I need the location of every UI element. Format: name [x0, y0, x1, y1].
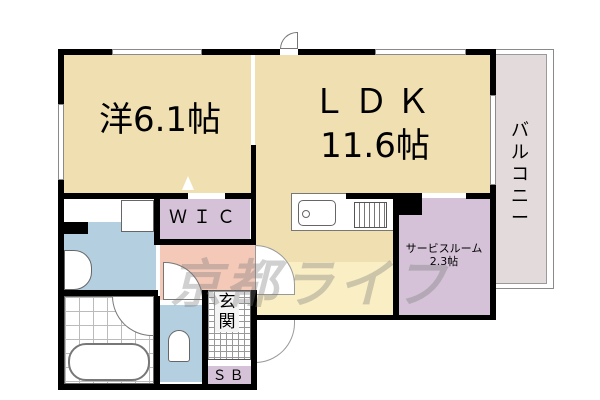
wall-service-top-r — [466, 193, 496, 199]
wall-wic-left — [154, 193, 160, 245]
wall-bottom-ldk — [251, 315, 496, 320]
ldk-label-line2: 11.6帖 — [320, 126, 430, 166]
western-room — [63, 55, 251, 193]
wall-right-bottom — [490, 185, 496, 320]
wall-bottom-left — [58, 384, 208, 390]
wall-top-left — [58, 49, 112, 55]
toilet-icon — [168, 330, 190, 362]
window-western-top — [112, 49, 202, 55]
washbasin-icon — [64, 250, 92, 290]
entrance-label: 玄関 — [215, 292, 239, 332]
window-ldk-right — [490, 95, 496, 185]
wall-wash-bottom — [58, 290, 158, 296]
washer-pan-icon — [121, 200, 154, 232]
wic-label: ＷＩＣ — [169, 207, 241, 228]
wall-wic-bottom — [156, 239, 256, 245]
wall-top-ldk — [298, 49, 375, 55]
wall-toilet-right — [202, 290, 208, 390]
ldk-label-line1: ＬＤＫ — [312, 82, 438, 122]
service-room-label-line1: サービスルーム — [405, 242, 483, 255]
sink-drain-icon — [302, 210, 310, 218]
stove-icon — [354, 202, 387, 228]
service-room — [398, 198, 490, 315]
wall-left-bottom — [58, 180, 64, 390]
wall-western-bottom-r — [225, 193, 255, 199]
wall-kitchen-back — [346, 193, 398, 199]
wic-room — [160, 199, 250, 239]
wall-top-right — [466, 49, 496, 55]
watermark: 京都ライフ — [169, 255, 450, 315]
wall-service-corner — [398, 193, 422, 215]
balcony-label: バルコニー — [511, 120, 529, 229]
window-western-left — [58, 104, 64, 180]
wall-bath-right — [154, 296, 160, 390]
door-arrow-icon — [182, 176, 194, 190]
window-ldk-top — [375, 49, 466, 55]
wall-right-top — [490, 49, 496, 95]
wall-left-top — [58, 49, 64, 104]
ldk-room — [255, 55, 491, 193]
wall-bottom-sb — [202, 384, 257, 390]
sink-icon — [298, 200, 336, 226]
bathtub-icon — [68, 343, 150, 381]
washroom-notch — [64, 222, 88, 234]
wall-service-left — [393, 193, 399, 320]
wall-entry-right — [251, 290, 257, 390]
wall-divider — [251, 145, 256, 245]
shoe-box — [208, 366, 251, 386]
entry-door-swing — [255, 318, 295, 363]
western-room-label: 洋6.1帖 — [98, 100, 222, 140]
service-room-label-line2: 2.3帖 — [429, 255, 459, 268]
wall-western-bottom — [58, 193, 188, 199]
wall-top-mid — [202, 49, 280, 55]
front-door-swing — [280, 32, 298, 49]
shoe-box-label: ＳＢ — [212, 368, 247, 384]
